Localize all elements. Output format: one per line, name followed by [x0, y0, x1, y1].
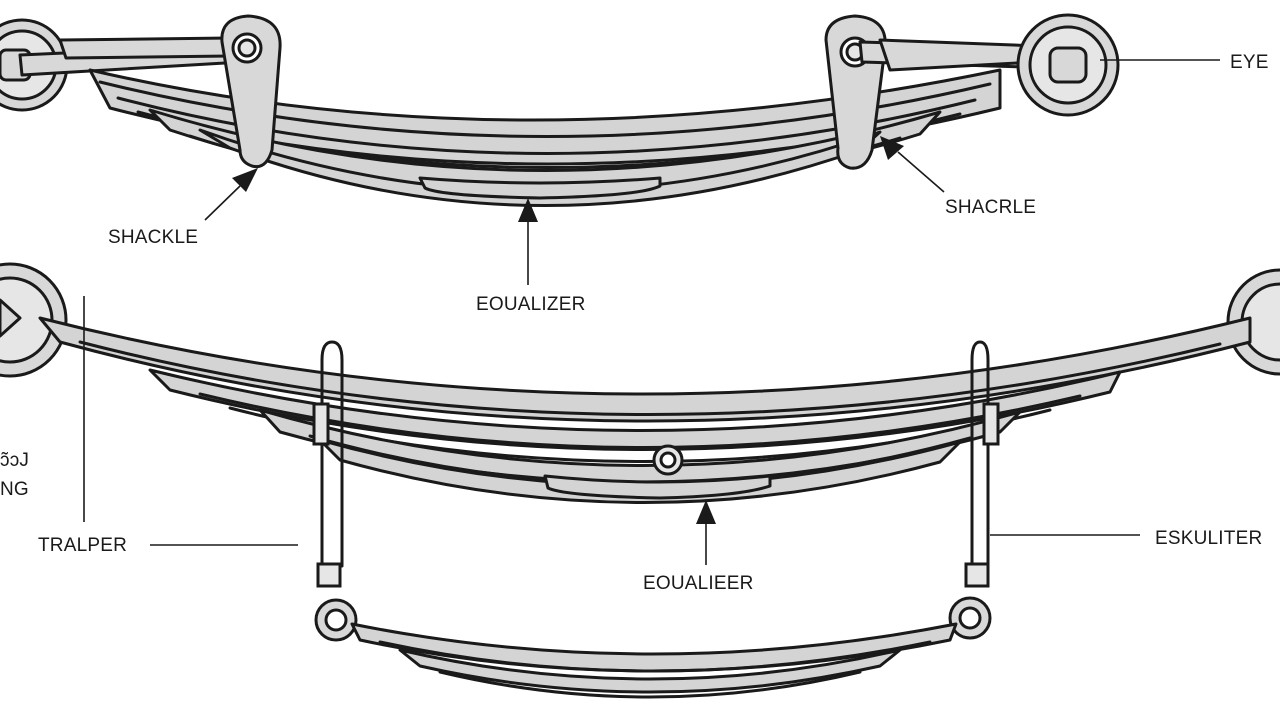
top-right-eye: [1016, 13, 1120, 117]
top-spring-assembly: [0, 13, 1120, 207]
bottom-spring-assembly: [0, 262, 1280, 699]
label-eye: EYE: [1230, 52, 1269, 73]
bottom-equalizer-pad: [543, 474, 772, 500]
bottom-left-hanger: [312, 340, 358, 642]
label-fragment-1: ɔ̃ɔJ: [0, 450, 29, 471]
top-left-hanger-plate: [58, 36, 232, 60]
label-equalizer-top: EOUALIZER: [476, 294, 586, 315]
label-shackle-left: SHACKLE: [108, 227, 198, 248]
label-esculiter: ESKULITER: [1155, 528, 1262, 549]
bottom-left-eye: [0, 262, 68, 378]
top-equalizer-pad: [418, 176, 662, 200]
bottom-leaf-stack: [38, 316, 1252, 504]
label-shackle-right: SHACRLE: [945, 197, 1036, 218]
bottom-right-hanger: [948, 340, 1000, 640]
label-fragment-2: NG: [0, 479, 29, 500]
shackle-right-arrow: [897, 151, 945, 193]
lower-hanging-spring: [350, 622, 958, 699]
annotation-labels: EYE SHACKLE SHACRLE EOUALIZER ɔ̃ɔJ NG TR…: [0, 52, 1269, 594]
annotation-arrows: [83, 59, 1220, 565]
label-equalizer-bottom: EOUALIEER: [643, 573, 754, 594]
shackle-left-arrow: [204, 185, 241, 221]
label-trailer: TRALPER: [38, 535, 127, 556]
top-left-shackle: [220, 14, 282, 169]
